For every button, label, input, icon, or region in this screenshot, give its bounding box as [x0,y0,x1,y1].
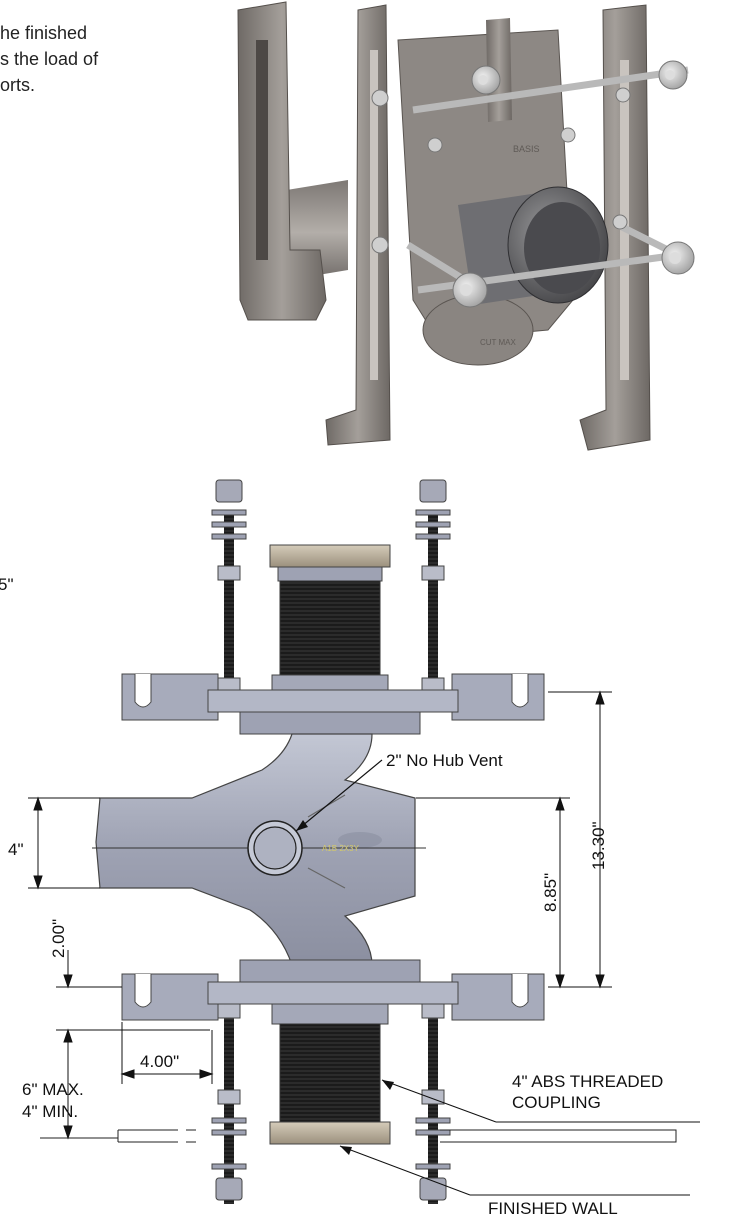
coupling-leader [381,1079,700,1123]
top-left-rod [211,479,247,693]
dim-8-85-label: 8.85" [541,873,560,912]
dim-4-pipe [28,796,100,890]
intro-text: he finished s the load of orts. [0,20,210,98]
casting-mark-top: BASIS [513,144,540,154]
top-right-rod [415,479,451,693]
dim-13-30-label: 13.30" [589,821,608,870]
intro-line-2: s the load of [0,49,99,69]
vent-label: 2" No Hub Vent [386,751,503,770]
dimension-drawing: 5" 2" No Hub Vent [0,479,700,1218]
max-label: 6" MAX. [22,1080,84,1099]
bottom-right-rod [415,1003,451,1204]
casting-mark-bottom: CUT MAX [480,338,517,347]
bottom-bracket [121,973,545,1025]
dim-2-00-label: 2.00" [49,919,68,958]
bottom-threaded-coupling [279,1023,381,1125]
dim-13-30 [548,690,612,989]
bottom-cap [269,1121,391,1145]
finished-wall-leader [339,1145,690,1196]
dim-max-min [63,1070,73,1140]
dim-4-00-label: 4.00" [140,1052,179,1071]
dim-2-00 [56,950,210,1070]
bottom-left-rod [211,1003,247,1204]
top-cap [269,544,391,568]
intro-line-1: he finished [0,23,88,43]
finished-wall-line [40,1129,677,1143]
dim-8-85 [416,796,570,989]
coupling-label-line2: COUPLING [512,1093,601,1112]
min-label: 4" MIN. [22,1102,78,1121]
pipe-size-label: 4" [8,840,24,859]
intro-line-3: orts. [0,75,36,95]
top-bracket [121,673,545,735]
dim-4-00 [120,1022,214,1084]
finished-wall-label: FINISHED WALL [488,1199,618,1218]
top-threaded-coupling [279,580,381,682]
coupling-label-line1: 4" ABS THREADED [512,1072,663,1091]
left-cut-label: 5" [0,575,14,594]
carrier-product-photo: BASIS CUT MAX [237,1,695,451]
svg-text:A1B 2X3Y: A1B 2X3Y [322,844,360,853]
